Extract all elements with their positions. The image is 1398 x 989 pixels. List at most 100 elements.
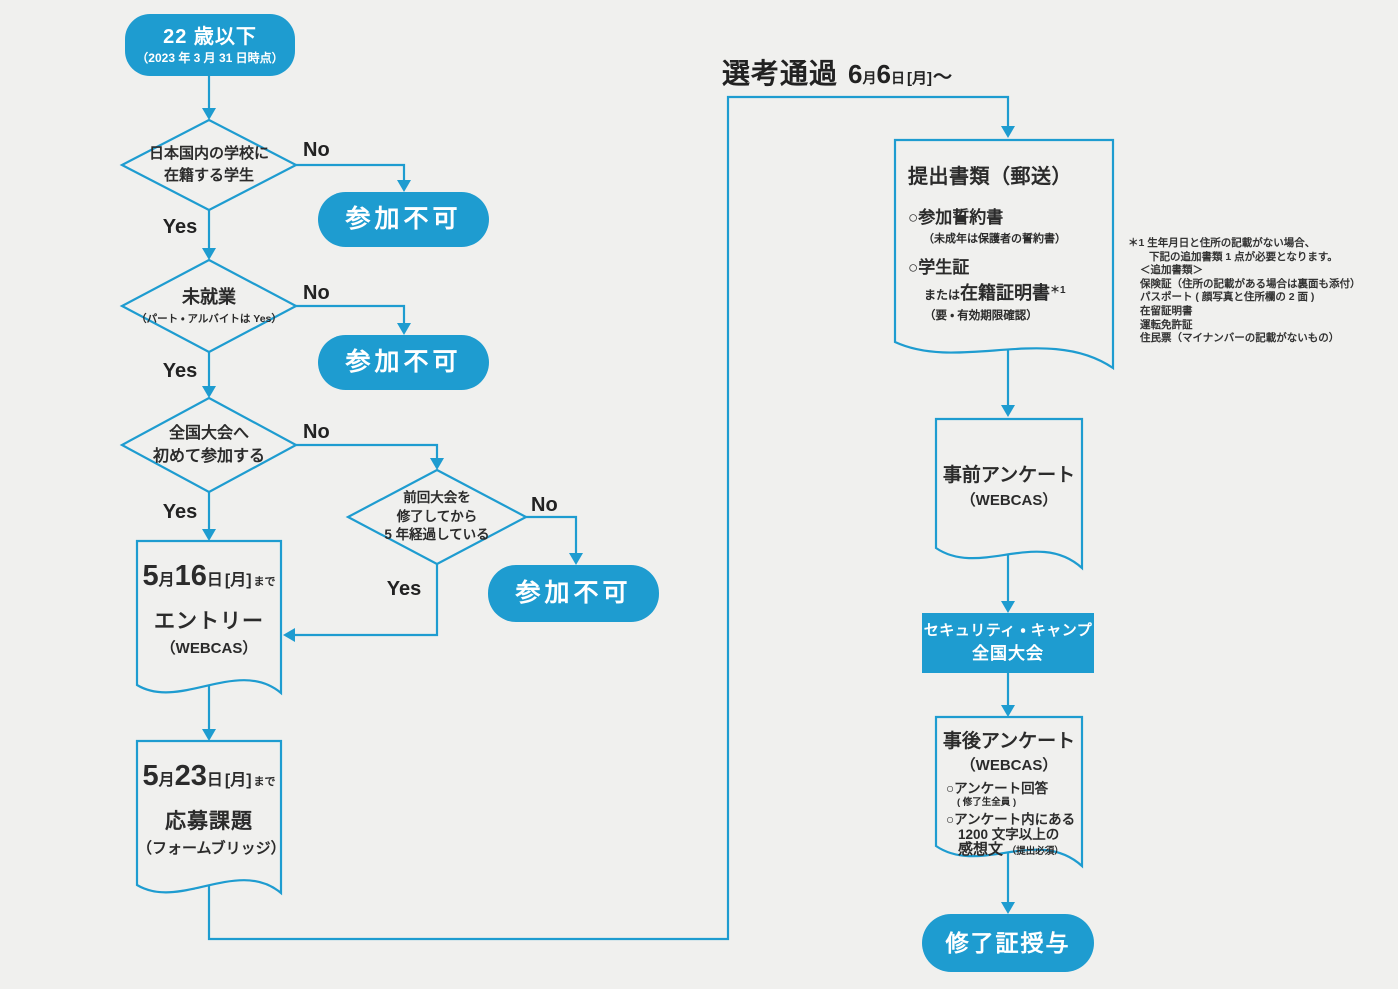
submit-item-pledge-sub: （未成年は保護者の誓約書）: [923, 233, 1066, 245]
heading-date-day-unit: 日: [890, 70, 905, 86]
heading-date-tilde: ～: [932, 67, 952, 88]
document-task: 5 月 23 日 [月] まで 応募課題 （フォームブリッジ）: [137, 760, 286, 858]
arrow-down-icon: [569, 553, 583, 565]
arrow-down-icon: [1001, 902, 1015, 914]
arrow-down-icon: [202, 729, 216, 741]
entry-deadline: 5 月 16 日 [月] まで: [137, 560, 281, 593]
submit-item-validity-note: （要 ・ 有効期限確認）: [924, 310, 1038, 322]
document-post-survey: 事後アンケート （WEBCAS） ○アンケート回答 ( 修了生全員 ) ○アンケ…: [933, 726, 1085, 859]
decision-unemployed-sub: （パート ・ アルバイトは Yes）: [136, 313, 282, 326]
decision-five-years-line1: 前回大会を: [403, 489, 471, 505]
document-post-survey-shape: [934, 715, 1084, 869]
document-submit-shape: [893, 138, 1115, 371]
decision-five-years-line3: 5 年経過している: [384, 527, 490, 543]
task-date-suffix: まで: [253, 776, 276, 788]
task-title: 応募課題: [165, 810, 253, 833]
label-yes-five-years: Yes: [386, 578, 422, 600]
heading-selection-pass: 選考通過 6 月 6 日 [月] ～: [722, 52, 952, 92]
footnote-additional-documents: ＊1 生年月日と住所の記載がない場合、 下記の追加書類 1 点が必要となります。…: [1128, 237, 1384, 346]
heading-date: 6 月 6 日 [月] ～: [848, 59, 952, 90]
label-yes-unemployed: Yes: [162, 360, 198, 382]
footnote-line6: 在留証明書: [1140, 304, 1193, 317]
footnote-line4: 保険証（住所の記載がある場合は裏面も添付）: [1140, 277, 1361, 290]
heading-main: 選考通過: [722, 58, 839, 89]
arrow-down-icon: [397, 180, 411, 192]
entry-date-weekday: [月]: [224, 572, 252, 589]
connector-unemployed-no: [296, 304, 406, 326]
submit-item-pledge: ○参加誓約書: [908, 208, 1004, 227]
arrow-down-icon: [202, 386, 216, 398]
heading-date-month-num: 6: [848, 59, 863, 89]
start-node-age-limit: 22 歳以下 （2023 年 3 月 31 日時点）: [125, 14, 295, 76]
decision-school-line2: 在籍する学生: [163, 167, 254, 184]
entry-date-day-num: 16: [174, 560, 207, 592]
not-allowed-label: 参加不可: [515, 578, 632, 607]
document-submit: 提出書類（郵送） ○参加誓約書 （未成年は保護者の誓約書） ○学生証 または在籍…: [908, 160, 1106, 323]
diamond-first-time-shape: [119, 396, 299, 494]
node-security-camp: セキュリティ ・ キャンプ 全国大会: [922, 613, 1094, 673]
decision-unemployed: 未就業 （パート ・ アルバイトは Yes）: [122, 260, 296, 352]
document-entry: 5 月 16 日 [月] まで エントリー （WEBCAS）: [137, 560, 281, 658]
connector-task-to-submit: [207, 95, 1010, 941]
arrow-down-icon: [430, 458, 444, 470]
label-yes-first-time: Yes: [162, 501, 198, 523]
submit-item-student-id: ○学生証: [908, 258, 970, 277]
document-entry-shape: [135, 539, 283, 696]
arrow-down-icon: [1001, 405, 1015, 417]
footnote-line2: 下記の追加書類 1 点が必要となります。: [1149, 250, 1338, 263]
entry-date-day-unit: 日: [206, 572, 223, 589]
label-no-school: No: [303, 139, 330, 161]
entry-date-month-num: 5: [142, 560, 159, 592]
decision-school: 日本国内の学校に 在籍する学生: [122, 120, 296, 210]
arrow-down-icon: [1001, 601, 1015, 613]
node-not-allowed-2: 参加不可: [318, 335, 489, 390]
start-node-date-note: （2023 年 3 月 31 日時点）: [136, 50, 284, 65]
arrow-down-icon: [202, 248, 216, 260]
task-date-month-num: 5: [142, 760, 159, 792]
footnote-line1: ＊1 生年月日と住所の記載がない場合、: [1128, 237, 1316, 249]
connector-first-no: [296, 443, 439, 461]
footnote-line7: 運転免許証: [1140, 318, 1193, 331]
decision-five-years: 前回大会を 修了してから 5 年経過している: [348, 470, 526, 564]
footnote-line3: ＜追加書類＞: [1140, 264, 1203, 277]
post-survey-item2-line2: 1200 文字以上の: [958, 827, 1060, 842]
heading-date-day-num: 6: [876, 59, 891, 89]
entry-title: エントリー: [154, 610, 264, 633]
node-not-allowed-3: 参加不可: [488, 565, 659, 622]
diamond-school-shape: [119, 118, 299, 212]
entry-subtitle: （WEBCAS）: [160, 640, 258, 657]
footnote-line8: 住民票（マイナンバーの記載がないもの）: [1140, 332, 1340, 345]
heading-date-weekday: [月]: [906, 70, 932, 87]
arrow-down-icon: [397, 323, 411, 335]
connector-school-no: [296, 163, 406, 183]
arrow-left-icon: [283, 628, 295, 642]
entry-date-suffix: まで: [253, 576, 276, 588]
post-survey-essay-label: 感想文: [958, 841, 1004, 858]
end-node-certificate: 修了証授与: [922, 914, 1094, 972]
footnote-line5: パスポート ( 顔写真と住所欄の 2 面 ): [1140, 291, 1315, 304]
decision-unemployed-title: 未就業: [182, 287, 236, 308]
document-pre-survey-shape: [934, 417, 1084, 571]
post-survey-items: ○アンケート回答 ( 修了生全員 ) ○アンケート内にある 1200 文字以上の…: [933, 781, 1085, 859]
arrowheads: [202, 108, 1015, 914]
diamond-unemployed-shape: [119, 258, 299, 354]
post-survey-item1-sub: ( 修了生全員 ): [957, 797, 1017, 808]
entry-date-month-unit: 月: [158, 572, 175, 589]
label-no-first-time: No: [303, 421, 330, 443]
post-survey-subtitle: （WEBCAS）: [960, 757, 1058, 774]
arrow-down-icon: [1001, 126, 1015, 138]
submit-certificate-prefix: または: [924, 288, 961, 302]
document-pre-survey: 事前アンケート （WEBCAS）: [936, 460, 1082, 510]
post-survey-item1: ○アンケート回答: [946, 781, 1049, 796]
diamond-five-years-shape: [345, 468, 529, 566]
post-survey-essay-note: （提出必須）: [1006, 846, 1064, 857]
submit-certificate-ref: ＊1: [1050, 285, 1066, 296]
arrow-down-icon: [202, 108, 216, 120]
connector-fiveyears-yes: [294, 564, 439, 637]
end-node-label: 修了証授与: [945, 929, 1071, 956]
submit-certificate-main: 在籍証明書: [960, 283, 1051, 303]
arrow-down-icon: [202, 529, 216, 541]
post-survey-title: 事後アンケート: [942, 731, 1076, 752]
